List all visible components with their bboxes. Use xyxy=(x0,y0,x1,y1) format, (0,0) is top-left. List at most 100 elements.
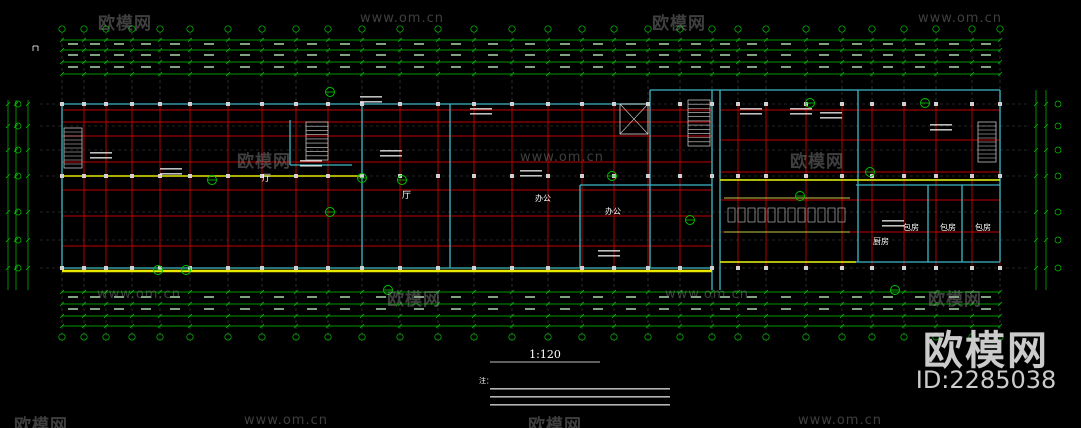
dimension-tick xyxy=(1043,209,1049,215)
dimension-tick xyxy=(509,289,515,295)
dimension-tick xyxy=(157,71,163,77)
notes-label: 注： xyxy=(479,376,493,385)
dimension-text-mark xyxy=(915,296,925,298)
dimension-tick xyxy=(969,289,975,295)
dimension-text-mark xyxy=(852,54,862,56)
dimension-tick xyxy=(103,59,109,65)
annotation-text-mark xyxy=(882,220,904,222)
dimension-text-mark xyxy=(747,308,757,310)
column-block xyxy=(612,266,616,270)
dimension-tick xyxy=(259,59,265,65)
dimension-text-mark xyxy=(240,308,250,310)
column-block xyxy=(934,266,938,270)
dimension-text-mark xyxy=(852,43,862,45)
dimension-text-mark xyxy=(376,54,386,56)
dimension-tick xyxy=(677,37,683,43)
axis-bubble xyxy=(838,333,846,341)
axis-bubble xyxy=(868,333,876,341)
dimension-text-mark xyxy=(593,66,603,68)
dimension-tick xyxy=(397,37,403,43)
dimension-text-mark xyxy=(340,296,350,298)
kitchen-counter-unit xyxy=(797,207,806,223)
column-block xyxy=(226,266,230,270)
dimension-tick xyxy=(735,37,741,43)
dimension-tick xyxy=(5,209,11,215)
dimension-text-mark xyxy=(525,43,535,45)
column-block xyxy=(436,102,440,106)
dimension-text-mark xyxy=(560,66,570,68)
axis-bubble xyxy=(186,25,194,33)
dimension-tick xyxy=(933,37,939,43)
dimension-text-mark xyxy=(819,66,829,68)
dimension-text-mark xyxy=(525,66,535,68)
dimension-text-mark xyxy=(488,296,498,298)
column-block xyxy=(510,266,514,270)
dimension-text-mark xyxy=(90,66,100,68)
column-block xyxy=(260,102,264,106)
dimension-text-mark xyxy=(691,43,701,45)
dimension-tick xyxy=(545,59,551,65)
dimension-tick xyxy=(545,71,551,77)
annotation-text-mark xyxy=(360,96,382,98)
dimension-text-mark xyxy=(170,308,180,310)
dimension-text-mark xyxy=(204,296,214,298)
axis-bubble xyxy=(14,236,22,244)
dimension-tick xyxy=(103,37,109,43)
annotation-text-mark xyxy=(380,155,402,157)
dimension-text-mark xyxy=(204,54,214,56)
dimension-tick xyxy=(545,47,551,53)
dimension-tick xyxy=(611,47,617,53)
dimension-tick xyxy=(293,47,299,53)
dimension-tick xyxy=(763,313,769,319)
dimension-tick xyxy=(839,323,845,329)
dimension-tick xyxy=(969,323,975,329)
dimension-tick xyxy=(869,37,875,43)
dimension-tick xyxy=(187,289,193,295)
column-block xyxy=(710,102,714,106)
dimension-text-mark xyxy=(659,66,669,68)
column-block xyxy=(510,174,514,178)
dimension-text-mark xyxy=(114,54,124,56)
axis-bubble xyxy=(396,333,404,341)
annotation-text-mark xyxy=(470,108,492,110)
axis-bubble xyxy=(708,25,716,33)
column-block xyxy=(188,102,192,106)
column-block xyxy=(764,174,768,178)
axis-bubble xyxy=(508,25,516,33)
column-block xyxy=(436,174,440,178)
staircase xyxy=(305,121,329,161)
dimension-tick xyxy=(157,323,163,329)
dimension-tick xyxy=(933,47,939,53)
axis-bubble xyxy=(578,25,586,33)
dimension-tick xyxy=(359,323,365,329)
dimension-text-mark xyxy=(560,54,570,56)
axis-bubble xyxy=(868,25,876,33)
dimension-tick xyxy=(545,313,551,319)
dimension-tick xyxy=(933,71,939,77)
dimension-tick xyxy=(293,323,299,329)
dimension-text-mark xyxy=(274,66,284,68)
column-block xyxy=(804,266,808,270)
dimension-tick xyxy=(59,59,65,65)
dimension-tick xyxy=(397,71,403,77)
axis-bubble xyxy=(102,25,110,33)
annotation-text-mark xyxy=(790,113,812,115)
dimension-text-mark xyxy=(883,296,893,298)
dimension-tick xyxy=(579,47,585,53)
dimension-tick xyxy=(259,301,265,307)
axis-bubble xyxy=(996,333,1004,341)
dimension-tick xyxy=(735,71,741,77)
dimension-text-mark xyxy=(414,308,424,310)
dimension-tick xyxy=(13,147,19,153)
axis-bubble xyxy=(676,333,684,341)
dimension-text-mark xyxy=(141,296,151,298)
dimension-text-mark xyxy=(525,308,535,310)
annotation-text-mark xyxy=(740,108,762,110)
dimension-tick xyxy=(579,59,585,65)
axis-bubble xyxy=(156,333,164,341)
axis-bubble xyxy=(14,146,22,154)
dimension-tick xyxy=(225,47,231,53)
dimension-tick xyxy=(803,37,809,43)
dimension-tick xyxy=(677,289,683,295)
dimension-tick xyxy=(869,301,875,307)
